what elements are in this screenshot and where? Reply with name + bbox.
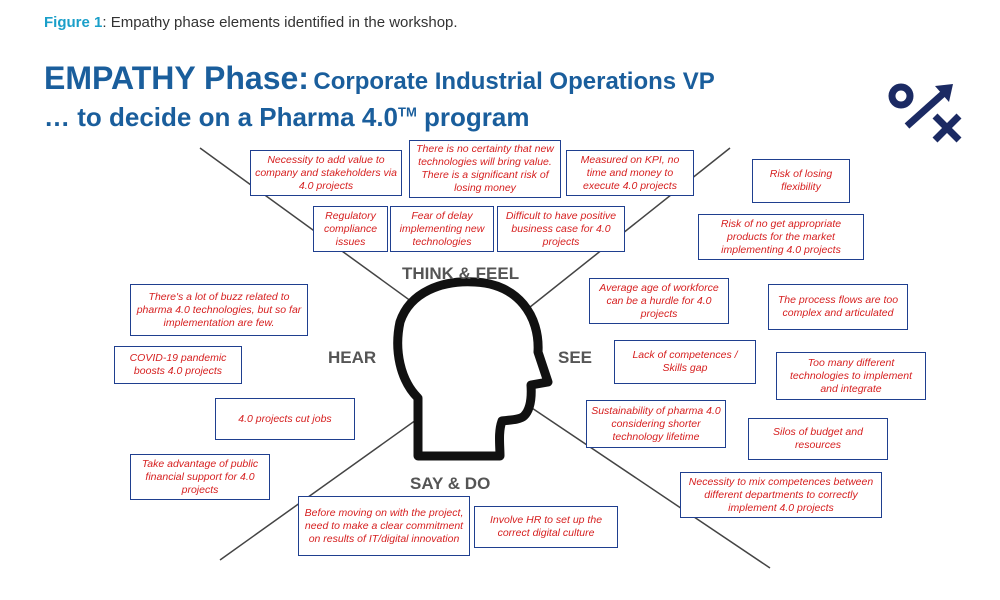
- title-phase: EMPATHY Phase:: [44, 60, 309, 96]
- see-item: Average age of workforce can be a hurdle…: [589, 278, 729, 324]
- see-item: Too many different technologies to imple…: [776, 352, 926, 400]
- caption-text: : Empathy phase elements identified in t…: [102, 14, 458, 31]
- percent-x-arrow-icon: [888, 83, 962, 143]
- title-line-1: EMPATHY Phase: Corporate Industrial Oper…: [44, 60, 715, 97]
- say-do-item: Involve HR to set up the correct digital…: [474, 506, 618, 548]
- hear-item: There's a lot of buzz related to pharma …: [130, 284, 308, 336]
- quadrant-label-see: SEE: [558, 348, 593, 367]
- quadrant-label-hear: HEAR: [328, 348, 377, 367]
- think-feel-item: Fear of delay implementing new technolog…: [390, 206, 494, 252]
- think-feel-item: Necessity to add value to company and st…: [250, 150, 402, 196]
- see-item: Silos of budget and resources: [748, 418, 888, 460]
- title-line2-suffix: program: [416, 102, 530, 132]
- divider-bottom-left: [219, 409, 431, 561]
- hear-item: COVID-19 pandemic boosts 4.0 projects: [114, 346, 242, 384]
- title-line-2: … to decide on a Pharma 4.0TM program: [44, 102, 529, 133]
- think-feel-item: Difficult to have positive business case…: [497, 206, 625, 252]
- think-feel-item: There is no certainty that new technolog…: [409, 140, 561, 198]
- hear-item: Take advantage of public financial suppo…: [130, 454, 270, 500]
- see-item: Sustainability of pharma 4.0 considering…: [586, 400, 726, 448]
- see-item: Necessity to mix competences between dif…: [680, 472, 882, 518]
- quadrant-label-think-feel: THINK & FEEL: [402, 264, 520, 283]
- see-item: Risk of no get appropriate products for …: [698, 214, 864, 260]
- head-silhouette-icon: [393, 277, 553, 461]
- figure-caption: Figure 1: Empathy phase elements identif…: [44, 14, 458, 31]
- title-line2-prefix: … to decide on a Pharma 4.0: [44, 102, 398, 132]
- divider-bottom-right: [519, 399, 771, 569]
- hear-item: 4.0 projects cut jobs: [215, 398, 355, 440]
- see-item: Lack of competences / Skills gap: [614, 340, 756, 384]
- title-role: Corporate Industrial Operations VP: [313, 68, 715, 95]
- think-feel-item: Regulatory compliance issues: [313, 206, 388, 252]
- think-feel-item: Measured on KPI, no time and money to ex…: [566, 150, 694, 196]
- quadrant-label-say-do: SAY & DO: [410, 474, 491, 493]
- title-trademark: TM: [398, 104, 417, 120]
- see-item: Risk of losing flexibility: [752, 159, 850, 203]
- see-item: The process flows are too complex and ar…: [768, 284, 908, 330]
- say-do-item: Before moving on with the project, need …: [298, 496, 470, 556]
- divider-top-right: [519, 147, 731, 316]
- figure-label: Figure 1: [44, 14, 103, 31]
